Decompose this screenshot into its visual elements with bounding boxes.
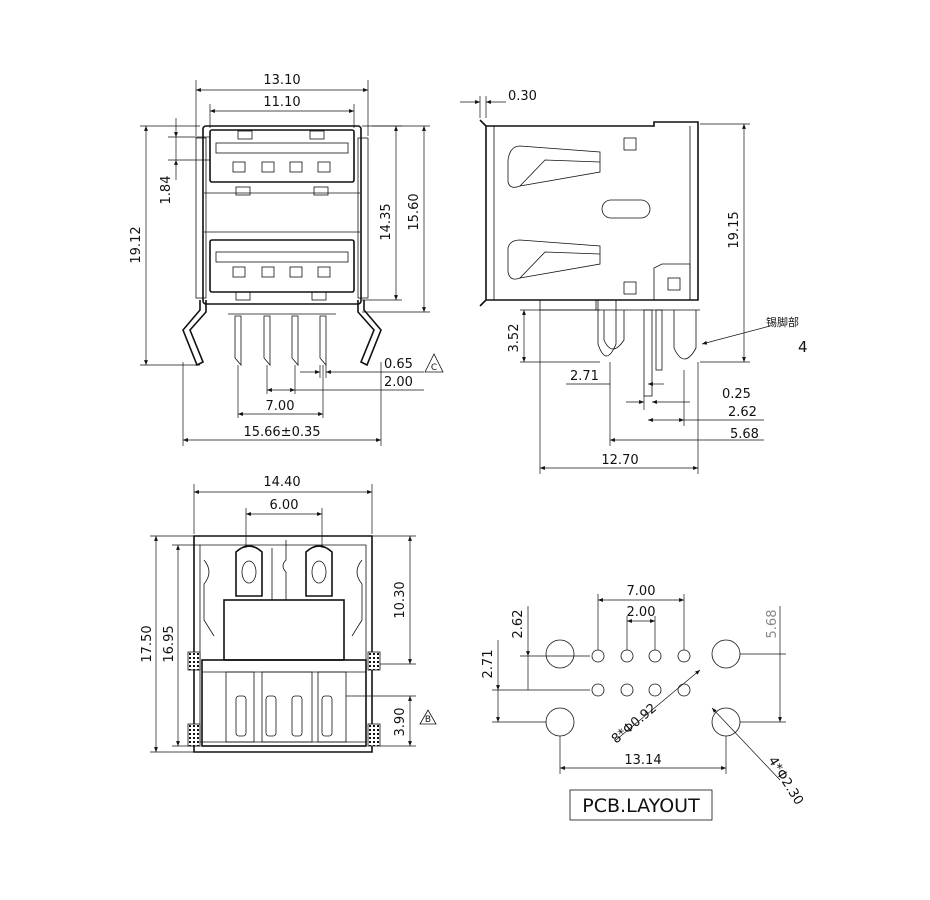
mount-hole: [545, 707, 575, 737]
dim-foot-span: 15.66±0.35: [243, 425, 320, 440]
pin-hole: [620, 649, 634, 663]
flag-c: C: [431, 363, 437, 373]
pin-hole: [648, 649, 662, 663]
dim-shell-thickness: 0.30: [508, 89, 537, 104]
dim-pcb-pitch-inner: 2.00: [627, 605, 656, 620]
mount-hole: [711, 639, 741, 669]
note-pin-holes: 8*Φ0.92: [609, 701, 660, 747]
dim-width-outer: 13.10: [263, 73, 300, 88]
dim-height-b: 15.60: [407, 193, 422, 230]
dim-pcb-row-a: 2.62: [511, 610, 526, 639]
mount-hole: [545, 639, 575, 669]
dim-pin-pitch: 2.00: [384, 375, 413, 390]
bottom-view: 14.40 6.00 17.50 16.95 10.30 3.90 B: [140, 475, 437, 753]
dim-bottom-width: 14.40: [263, 475, 300, 490]
dim-pin-gap: 1.84: [159, 176, 174, 205]
note-mount-holes: 4*Φ2.30: [765, 754, 806, 808]
dim-pcb-span: 13.14: [624, 753, 661, 768]
pcb-title-box: [569, 789, 713, 821]
dim-height-a: 14.35: [379, 203, 394, 240]
dim-pcb-row-c: 5.68: [765, 610, 780, 639]
dim-slot: 6.00: [270, 498, 299, 513]
pcb-title: PCB.LAYOUT: [582, 795, 700, 817]
dim-height-total: 19.12: [129, 226, 144, 263]
side-view: 0.30 19.15 锡脚部 4 3.52 2.71 0.25 2.62 5.6…: [460, 89, 808, 474]
flag-b: B: [425, 715, 431, 725]
tin-note: 锡脚部: [766, 315, 799, 329]
dim-bottom-height-a: 17.50: [140, 625, 155, 662]
dim-pcb-pitch-outer: 7.00: [627, 584, 656, 599]
dim-pin-thickness: 0.25: [722, 387, 751, 402]
dim-pin-width: 0.65: [384, 357, 413, 372]
dim-pin-span: 7.00: [266, 399, 295, 414]
dim-offset-a: 2.71: [570, 369, 599, 384]
pin-hole: [591, 683, 605, 697]
dim-leg-height: 3.52: [507, 324, 522, 353]
dim-width-inner: 11.10: [263, 95, 300, 110]
dim-bottom-height-b: 16.95: [162, 625, 177, 662]
pin-hole: [677, 683, 691, 697]
dim-upper: 10.30: [393, 581, 408, 618]
dim-offset-c: 5.68: [730, 427, 759, 442]
dim-lower: 3.90: [393, 708, 408, 737]
pin-hole: [620, 683, 634, 697]
dim-side-height: 19.15: [727, 211, 742, 248]
pcb-layout: 7.00 2.00 2.62 2.71 5.68 13.14 8*Φ0.92 4…: [481, 584, 806, 821]
pin-hole: [677, 649, 691, 663]
dim-pcb-row-b: 2.71: [481, 650, 496, 679]
dim-offset-b: 2.62: [728, 405, 757, 420]
pin-hole: [591, 649, 605, 663]
pin-hole: [648, 683, 662, 697]
flag-4: 4: [798, 338, 808, 356]
front-view: 13.10 11.10 19.12 1.84 14.35 15.60 0.65: [129, 73, 444, 446]
dim-side-depth: 12.70: [601, 453, 638, 468]
